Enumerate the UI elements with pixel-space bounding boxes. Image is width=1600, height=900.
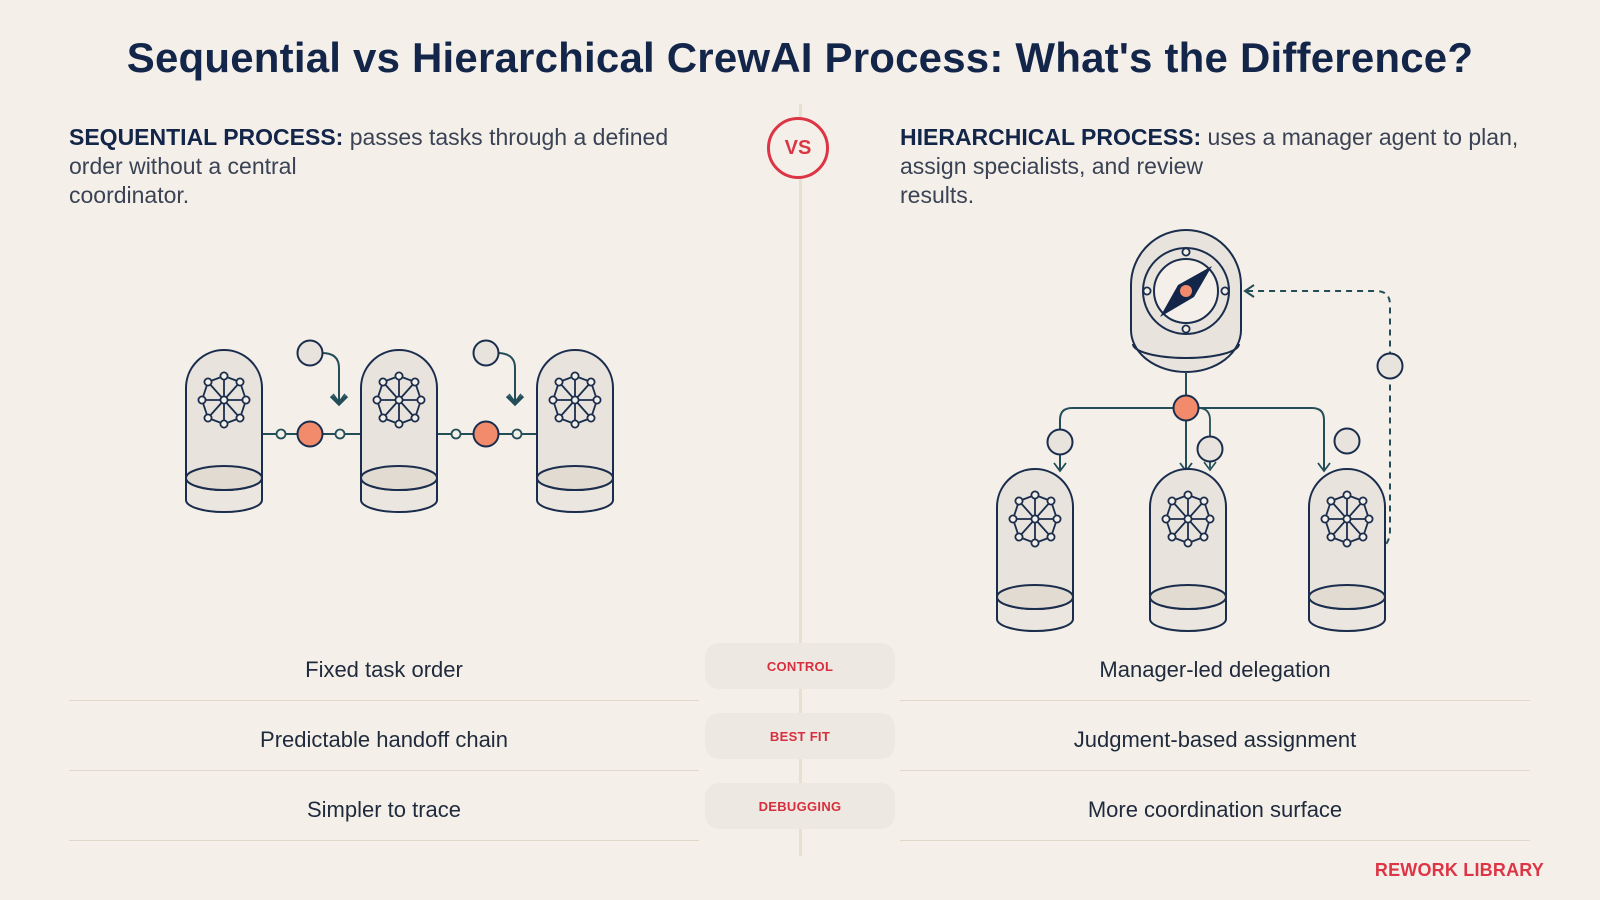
agent-dome-icon — [360, 349, 438, 513]
task-token-icon — [1333, 427, 1361, 455]
brand-label: REWORK LIBRARY — [1374, 860, 1544, 880]
delegation-line-left — [1059, 407, 1186, 471]
handoff-orange-node — [296, 420, 324, 448]
task-token-icon — [472, 339, 500, 367]
agent-dome-icon — [1149, 468, 1227, 632]
row-bestfit-left: Predictable handoff chain — [260, 727, 508, 752]
row-divider — [69, 700, 699, 701]
row-control-right: Manager-led delegation — [1099, 657, 1331, 682]
manager-orange-node — [1172, 394, 1200, 422]
handoff-node-icon — [450, 428, 462, 440]
row-label-debugging: DEBUGGING — [705, 783, 895, 829]
handoff-node-icon — [511, 428, 523, 440]
task-token-icon — [1376, 352, 1404, 380]
sequential-diagram — [185, 339, 614, 513]
handoff-orange-node — [472, 420, 500, 448]
sequential-desc-text-1: passes tasks through a defined — [349, 124, 669, 150]
hierarchical-description: HIERARCHICAL PROCESS: uses a manager age… — [900, 123, 1540, 210]
row-debugging-left: Simpler to trace — [306, 797, 462, 822]
row-label-control: CONTROL — [705, 643, 895, 689]
hierarchical-desc-line-3: results. — [900, 182, 975, 208]
delegation-line-right — [1186, 407, 1325, 471]
row-divider — [900, 700, 1530, 701]
task-token-icon — [1046, 428, 1074, 456]
hierarchical-desc-line-2: assign specialists, and review — [900, 153, 1203, 179]
agent-dome-icon — [1308, 468, 1386, 632]
row-bestfit-right: Judgment-based assignment — [1073, 727, 1357, 752]
row-debugging-right: More coordination surface — [1087, 797, 1343, 822]
agent-dome-icon — [996, 468, 1074, 632]
agent-dome-icon — [536, 349, 614, 513]
sequential-description: SEQUENTIAL PROCESS: passes tasks through… — [69, 123, 709, 210]
page-title: Sequential vs Hierarchical CrewAI Proces… — [126, 34, 1474, 81]
row-divider — [900, 770, 1530, 771]
row-divider — [69, 840, 699, 841]
sequential-desc-line-1: SEQUENTIAL PROCESS: passes tasks through… — [69, 123, 709, 152]
sequential-desc-line-2: order without a central — [69, 153, 297, 179]
sequential-heading: SEQUENTIAL PROCESS: — [69, 124, 344, 150]
task-token-icon — [296, 339, 324, 367]
row-divider — [69, 770, 699, 771]
vs-badge: VS — [767, 117, 829, 179]
center-divider — [799, 104, 802, 856]
task-token-icon — [1196, 435, 1224, 463]
task-input-arrow — [321, 352, 349, 407]
hierarchical-desc-text-1: uses a manager agent to plan, — [1207, 124, 1519, 150]
row-divider — [900, 840, 1530, 841]
sequential-desc-line-3: coordinator. — [69, 182, 190, 208]
hierarchical-heading: HIERARCHICAL PROCESS: — [900, 124, 1202, 150]
task-input-arrow — [496, 352, 525, 407]
row-control-left: Fixed task order — [305, 657, 463, 682]
hierarchical-desc-line-1: HIERARCHICAL PROCESS: uses a manager age… — [900, 123, 1540, 152]
handoff-node-icon — [334, 428, 346, 440]
agent-dome-icon — [185, 349, 263, 513]
row-label-best-fit: BEST FIT — [705, 713, 895, 759]
handoff-node-icon — [275, 428, 287, 440]
compass-manager-icon — [1130, 229, 1242, 373]
hierarchical-diagram — [996, 229, 1404, 632]
